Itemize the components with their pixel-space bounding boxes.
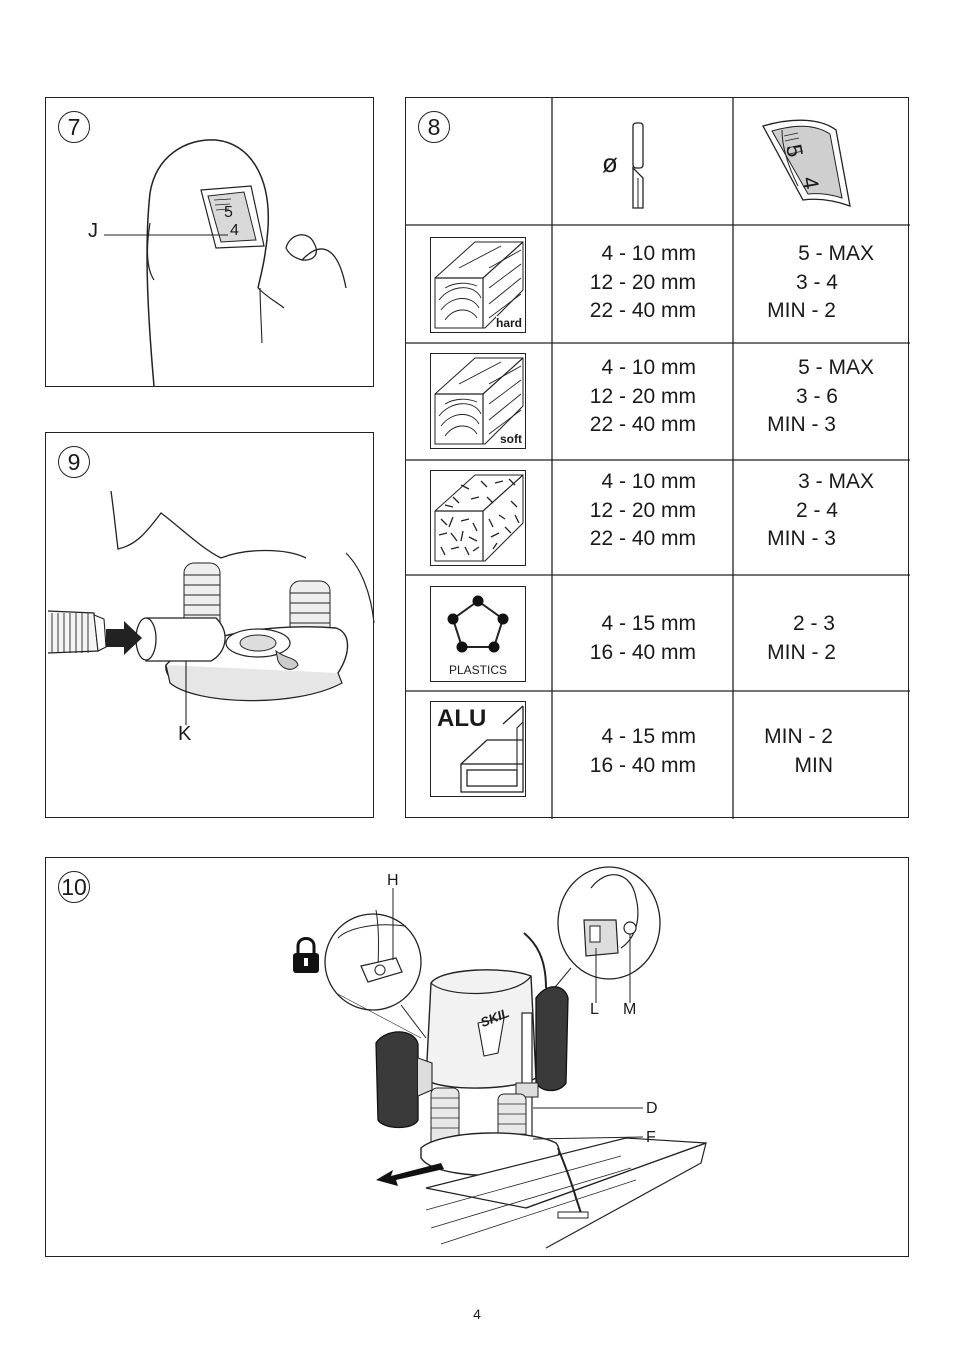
setting-value: MIN - 3: [767, 527, 836, 550]
size-value: 12 - 20 mm: [589, 270, 696, 294]
row-5-sizes: 4 - 15 mm 16 - 40 mm: [580, 723, 696, 780]
setting-value: 5 - MAX: [798, 356, 874, 379]
router-bit-icon: [632, 122, 644, 209]
row-3-settings: 3 - MAX 2 - 4 MIN - 3: [746, 468, 874, 554]
size-value: 12 - 20 mm: [589, 498, 696, 522]
row-3-sizes: 4 - 10 mm 12 - 20 mm 22 - 40 mm: [580, 468, 696, 554]
label-l: L: [590, 1001, 599, 1018]
material-icon-plastics: PLASTICS: [430, 586, 526, 682]
setting-value: 2 - 3: [792, 612, 835, 635]
material-icon-soft-wood: soft: [430, 353, 526, 449]
setting-value: 3 - 4: [795, 270, 838, 294]
label-d: D: [646, 1100, 658, 1117]
setting-value: 3 - 6: [795, 384, 838, 408]
setting-value: MIN - 2: [767, 299, 836, 322]
row-5-settings: MIN - 2 MIN: [746, 723, 874, 780]
size-value: 4 - 10 mm: [601, 242, 696, 265]
figure-9-number: 9: [58, 446, 90, 478]
row-2-settings: 5 - MAX 3 - 6 MIN - 3: [746, 354, 874, 440]
figure-8-number: 8: [418, 111, 450, 143]
figure-7-panel: 7 J 5 4: [45, 97, 374, 387]
polymer-molecule-icon: [447, 595, 509, 653]
wood-grain-icon: [434, 357, 524, 445]
setting-value: MIN - 2: [767, 640, 836, 664]
row-2-sizes: 4 - 10 mm 12 - 20 mm 22 - 40 mm: [580, 354, 696, 440]
figure-8-table: 8 ø 5 4 hard 4 - 1: [405, 97, 910, 819]
figure-10-panel: 10: [45, 857, 909, 1257]
size-value: 16 - 40 mm: [589, 640, 696, 664]
table-grid: [406, 98, 910, 819]
material-icon-aluminium: ALU: [430, 701, 526, 797]
speed-dial-icon: [762, 119, 851, 207]
setting-value: MIN - 2: [764, 725, 833, 748]
padlock-icon: [293, 937, 319, 973]
row-1-sizes: 4 - 10 mm 12 - 20 mm 22 - 40 mm: [580, 240, 696, 326]
scale-digit-upper: 5: [224, 204, 233, 221]
chipboard-icon: [434, 474, 524, 562]
soft-wood-label: soft: [500, 432, 522, 446]
header-diameter-symbol: ø: [602, 148, 618, 178]
size-value: 4 - 15 mm: [601, 725, 696, 748]
setting-value: MIN: [794, 753, 834, 777]
size-value: 4 - 10 mm: [601, 470, 696, 493]
router-handle-illustration: [104, 139, 347, 387]
setting-value: 2 - 4: [795, 498, 838, 522]
size-value: 22 - 40 mm: [589, 413, 696, 436]
alu-label: ALU: [437, 705, 487, 732]
size-value: 16 - 40 mm: [589, 753, 696, 777]
label-h: H: [387, 872, 399, 889]
wood-grain-icon: [434, 241, 524, 329]
figure-7-number: 7: [58, 111, 90, 143]
figure-10-number: 10: [58, 871, 90, 903]
material-icon-chipboard: [430, 470, 526, 566]
hard-wood-label: hard: [495, 316, 522, 330]
row-4-settings: 2 - 3 MIN - 2: [746, 610, 874, 667]
scale-digit-lower: 4: [230, 222, 239, 239]
plastics-label: PLASTICS: [448, 663, 508, 677]
row-4-sizes: 4 - 15 mm 16 - 40 mm: [580, 610, 696, 667]
material-icon-hard-wood: hard: [430, 237, 526, 333]
aluminium-profile-icon: [460, 705, 524, 793]
size-value: 22 - 40 mm: [589, 299, 696, 322]
label-k: K: [178, 723, 192, 745]
setting-value: MIN - 3: [767, 413, 836, 436]
size-value: 22 - 40 mm: [589, 527, 696, 550]
label-j: J: [88, 220, 98, 242]
page-number: 4: [473, 1306, 481, 1322]
size-value: 4 - 10 mm: [601, 356, 696, 379]
dust-extraction-illustration: [47, 490, 375, 725]
size-value: 12 - 20 mm: [589, 384, 696, 408]
label-f: F: [646, 1129, 656, 1146]
size-value: 4 - 15 mm: [601, 612, 696, 635]
row-1-settings: 5 - MAX 3 - 4 MIN - 2: [746, 240, 874, 326]
setting-value: 5 - MAX: [798, 242, 874, 265]
router-depth-setting-illustration: [293, 866, 707, 1249]
figure-9-panel: 9 K: [45, 432, 375, 818]
setting-value: 3 - MAX: [798, 470, 874, 493]
label-m: M: [623, 1001, 637, 1018]
